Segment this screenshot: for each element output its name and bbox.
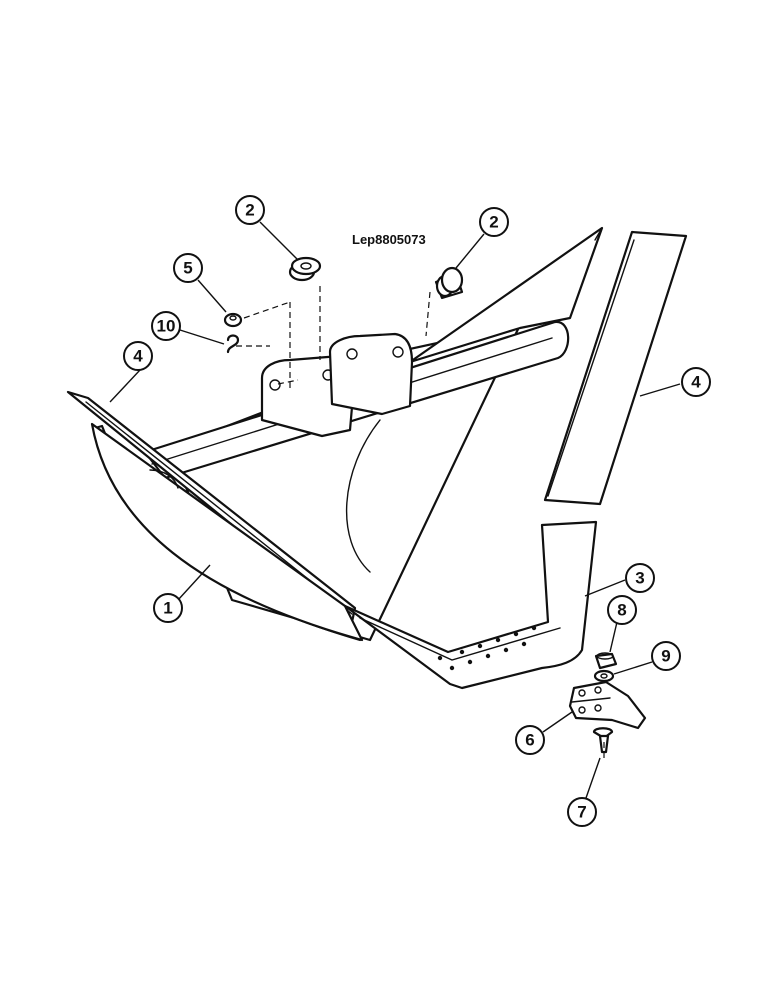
- callout-2-right: 2: [479, 207, 509, 237]
- right-wear-strip: [543, 230, 688, 506]
- callout-7: 7: [567, 797, 597, 827]
- callout-4-left: 4: [123, 341, 153, 371]
- callout-8-text: 8: [617, 601, 626, 620]
- callout-10-text: 10: [157, 317, 176, 336]
- callout-1-text: 1: [163, 599, 172, 618]
- washer-part-9: [593, 669, 615, 683]
- callout-2-left: 2: [235, 195, 265, 225]
- callout-9: 9: [651, 641, 681, 671]
- callout-5: 5: [173, 253, 203, 283]
- tooth-part-6: [568, 680, 647, 730]
- mounting-bracket-right: [328, 332, 414, 416]
- clip-pin-part-10: [226, 334, 240, 354]
- callout-7-text: 7: [577, 803, 586, 822]
- callout-6-text: 6: [525, 731, 534, 750]
- callout-4-left-text: 4: [133, 347, 143, 366]
- callout-1: 1: [153, 593, 183, 623]
- bolt-part-7: [592, 727, 614, 754]
- callout-8: 8: [607, 595, 637, 625]
- callout-2-left-text: 2: [245, 201, 254, 220]
- callout-10: 10: [151, 311, 181, 341]
- curved-side-plate: [90, 422, 364, 642]
- assembly-lines: [236, 286, 605, 760]
- callout-4-right-text: 4: [691, 373, 701, 392]
- callout-5-text: 5: [183, 259, 192, 278]
- bushing-right: [434, 266, 464, 300]
- callout-3: 3: [625, 563, 655, 593]
- nut-part-5: [223, 312, 243, 328]
- drawing-reference-label: Lep8805073: [352, 232, 426, 247]
- callout-4-right: 4: [681, 367, 711, 397]
- callout-3-text: 3: [635, 569, 644, 588]
- callout-6: 6: [515, 725, 545, 755]
- bushing-left: [288, 256, 322, 282]
- callout-2-right-text: 2: [489, 213, 498, 232]
- nut-part-8: [594, 652, 618, 670]
- leader-lines: [109, 221, 681, 799]
- bucket-right-side-plate: [408, 226, 604, 364]
- callout-9-text: 9: [661, 647, 670, 666]
- bucket-bottom-edge: [343, 520, 598, 690]
